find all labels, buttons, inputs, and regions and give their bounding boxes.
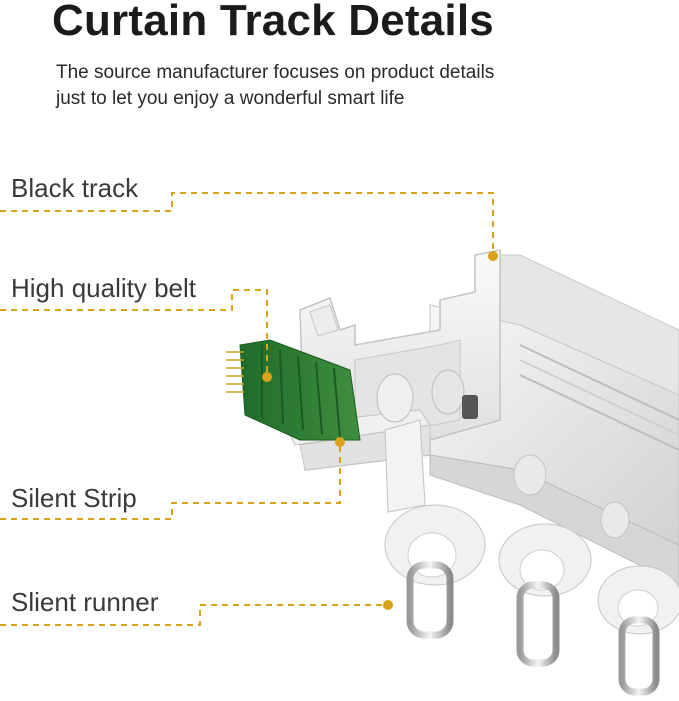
runner-2 [498,523,592,667]
label-black-track: Black track [11,173,139,203]
subtitle-line-1: The source manufacturer focuses on produ… [56,62,495,83]
leader-silent-strip [0,442,341,520]
subtitle-line-2: just to let you enjoy a wonderful smart … [56,88,405,109]
label-slient-runner: Slient runner [11,587,159,617]
runner-wheels [376,369,478,423]
leader-black-track [0,192,494,252]
belt [226,339,361,441]
label-silent-strip: Silent Strip [11,483,137,513]
page-subtitle: The source manufacturer focuses on produ… [56,60,494,112]
leader-high-quality-belt [0,289,268,372]
runner-3 [597,565,679,696]
leader-dots [262,251,498,610]
page-title: Curtain Track Details [52,0,494,45]
runner-1 [384,419,486,639]
label-high-quality-belt: High quality belt [11,273,196,303]
leader-slient-runner [0,604,386,626]
runner-track-wheels [513,454,630,539]
leader-lines [0,192,494,626]
